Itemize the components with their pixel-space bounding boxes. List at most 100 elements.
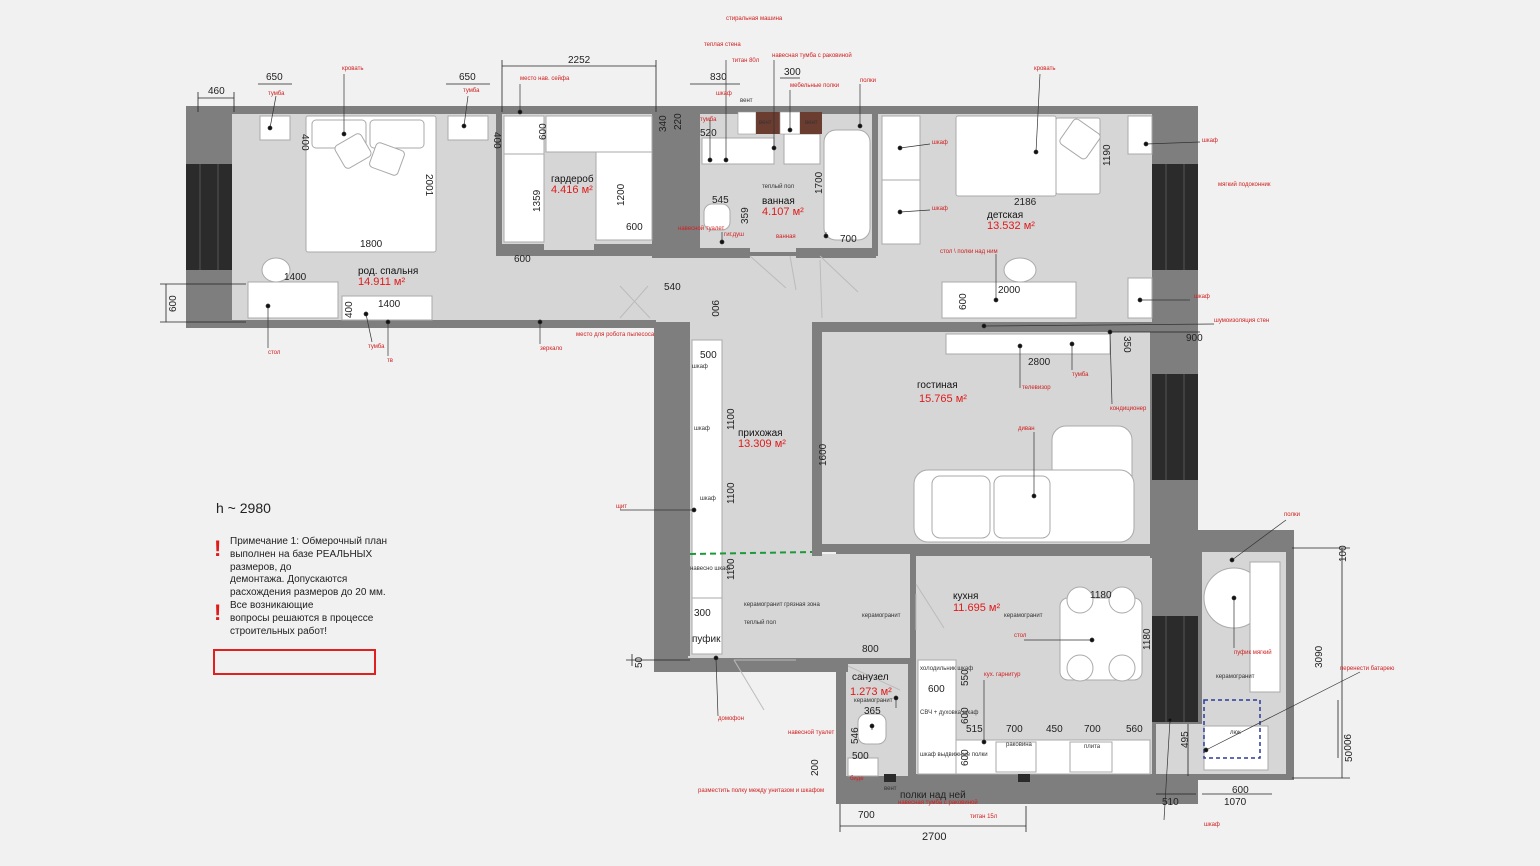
zone-divider xyxy=(689,551,813,555)
dim-text: 600 xyxy=(514,254,531,265)
annotation-labels: кровать тумба тумба место нав. сейфа сти… xyxy=(268,16,1395,828)
label-cabinet: тумба xyxy=(700,117,717,123)
leaders xyxy=(265,60,1361,821)
label-pouf: пуфик мягкий xyxy=(1234,649,1272,656)
label-tile: керамогранит xyxy=(854,698,893,704)
label-nightstand: тумба xyxy=(368,344,385,350)
note-line: вопросы решаются в процессе xyxy=(230,612,374,624)
warning-icon: ! xyxy=(214,600,222,625)
dim-text: 200 xyxy=(810,759,821,776)
label-vent: вент xyxy=(759,120,772,126)
dim-text: 600 xyxy=(538,123,549,140)
dim-text: 650 xyxy=(459,72,476,83)
label-tile: керамогранит xyxy=(1216,674,1255,680)
tv-stand xyxy=(945,333,1111,355)
dim-text: 700 xyxy=(858,810,875,821)
room-name-wc: санузел xyxy=(852,672,889,683)
label-vent: вент xyxy=(805,120,818,126)
dim-text: 1800 xyxy=(360,239,383,250)
dim-text: 900 xyxy=(1186,333,1203,344)
bath-toilet xyxy=(703,203,731,231)
dim-text: 550 xyxy=(960,669,971,686)
hall-wardrobe xyxy=(691,339,723,599)
doors xyxy=(619,255,945,711)
nightstand-left xyxy=(259,115,291,141)
dim-text: 500 xyxy=(852,751,869,762)
label-vent: вент xyxy=(740,98,753,104)
dim-text: 515 xyxy=(966,724,983,735)
dim-text: 700 xyxy=(1084,724,1101,735)
dim-text: 600 xyxy=(960,707,971,724)
dim-text: 2800 xyxy=(1028,357,1051,368)
label-bidet: биде xyxy=(850,776,864,782)
dim-text: 800 xyxy=(862,644,879,655)
dim-text: 700 xyxy=(840,234,857,245)
label-cabinet: шкаф xyxy=(716,91,732,97)
dim-text: 600 xyxy=(168,295,179,312)
label-hatch: люк xyxy=(1230,730,1241,736)
label-table: стол xyxy=(1014,633,1027,639)
room-name-kitchen: кухня xyxy=(953,591,978,602)
label-tile: керамогранит грязная зона xyxy=(744,602,820,608)
dim-text: 600 xyxy=(1232,785,1249,796)
kitchen-counter xyxy=(955,739,1151,775)
dim-text: 600 xyxy=(960,749,971,766)
dim-text: 495 xyxy=(1180,731,1191,748)
label-cabinet: шкаф xyxy=(1194,294,1210,300)
label-pouf: пуфик xyxy=(692,633,721,645)
dim-text: 1190 xyxy=(1102,144,1113,166)
dim-text: 2186 xyxy=(1014,197,1037,208)
windows xyxy=(186,164,1198,722)
label-tv: телевизор xyxy=(1022,385,1051,391)
kids-desk xyxy=(941,281,1077,319)
label-cabinet: шкаф xyxy=(932,140,948,146)
label-drawers: шкаф выдвижные полки xyxy=(920,752,988,758)
room-name-living: гостиная xyxy=(917,380,958,391)
bedroom-cabinet xyxy=(341,295,433,321)
label-tile: керамогранит xyxy=(1004,613,1043,619)
label-kitchen-set: кух. гарнитур xyxy=(984,672,1021,678)
dim-text: 400 xyxy=(344,301,355,318)
label-shelf-note: разместить полку между унитазом и шкафом xyxy=(698,788,824,794)
room-name-hall: прихожая xyxy=(738,428,783,439)
dim-text: 1700 xyxy=(814,171,825,194)
label-toilet: навесной туалет xyxy=(788,729,835,736)
dim-text: 900 xyxy=(1341,734,1352,751)
room-area-kids: 13.532 м² xyxy=(987,220,1035,232)
dim-text: 400 xyxy=(491,132,502,149)
room-area-bedroom: 14.911 м² xyxy=(358,276,405,288)
label-water-heater: титан 15л xyxy=(970,814,998,820)
dim-text: 300 xyxy=(784,67,801,78)
label-cabinet: шкаф xyxy=(694,426,710,432)
label-tv-stand: тумба xyxy=(1072,372,1089,378)
dim-text: 546 xyxy=(850,727,861,744)
room-area-bathroom: 4.107 м² xyxy=(762,206,804,218)
note-line: выполнен на базе РЕАЛЬНЫХ xyxy=(230,548,373,560)
dim-text: 50 xyxy=(1344,750,1355,762)
label-shelves: полки xyxy=(860,78,876,84)
label-cabinet: шкаф xyxy=(692,364,708,370)
label-ac: кондиционер xyxy=(1110,406,1147,412)
label-window-seat: мягкий подоконник xyxy=(1218,181,1271,188)
room-name-bathroom: ванная xyxy=(762,196,795,207)
room-area-wardrobe: 4.416 м² xyxy=(551,184,593,196)
ceiling-height: h ~ 2980 xyxy=(216,500,271,516)
label-cabinet: шкаф xyxy=(1202,138,1218,144)
label-cabinet: шкаф xyxy=(700,496,716,502)
nightstand-right xyxy=(447,115,489,141)
room-area-wc: 1.273 м² xyxy=(850,686,892,698)
label-washer: стиральная машина xyxy=(726,16,783,22)
warning-icon: ! xyxy=(214,536,222,561)
label-sofa: диван xyxy=(1018,426,1035,432)
dim-text: 600 xyxy=(958,293,969,310)
dim-text: 1100 xyxy=(726,408,737,430)
room-area-hall: 13.309 м² xyxy=(738,438,786,450)
room-name-kids: детская xyxy=(987,210,1023,221)
dim-text: 545 xyxy=(712,195,729,206)
label-desk: стол \ полки над ним xyxy=(940,249,998,255)
label-stove: плита xyxy=(1084,744,1101,750)
dim-text: 340 xyxy=(658,115,669,132)
dim-text: 2252 xyxy=(568,55,591,66)
label-safe: место нав. сейфа xyxy=(520,75,570,82)
